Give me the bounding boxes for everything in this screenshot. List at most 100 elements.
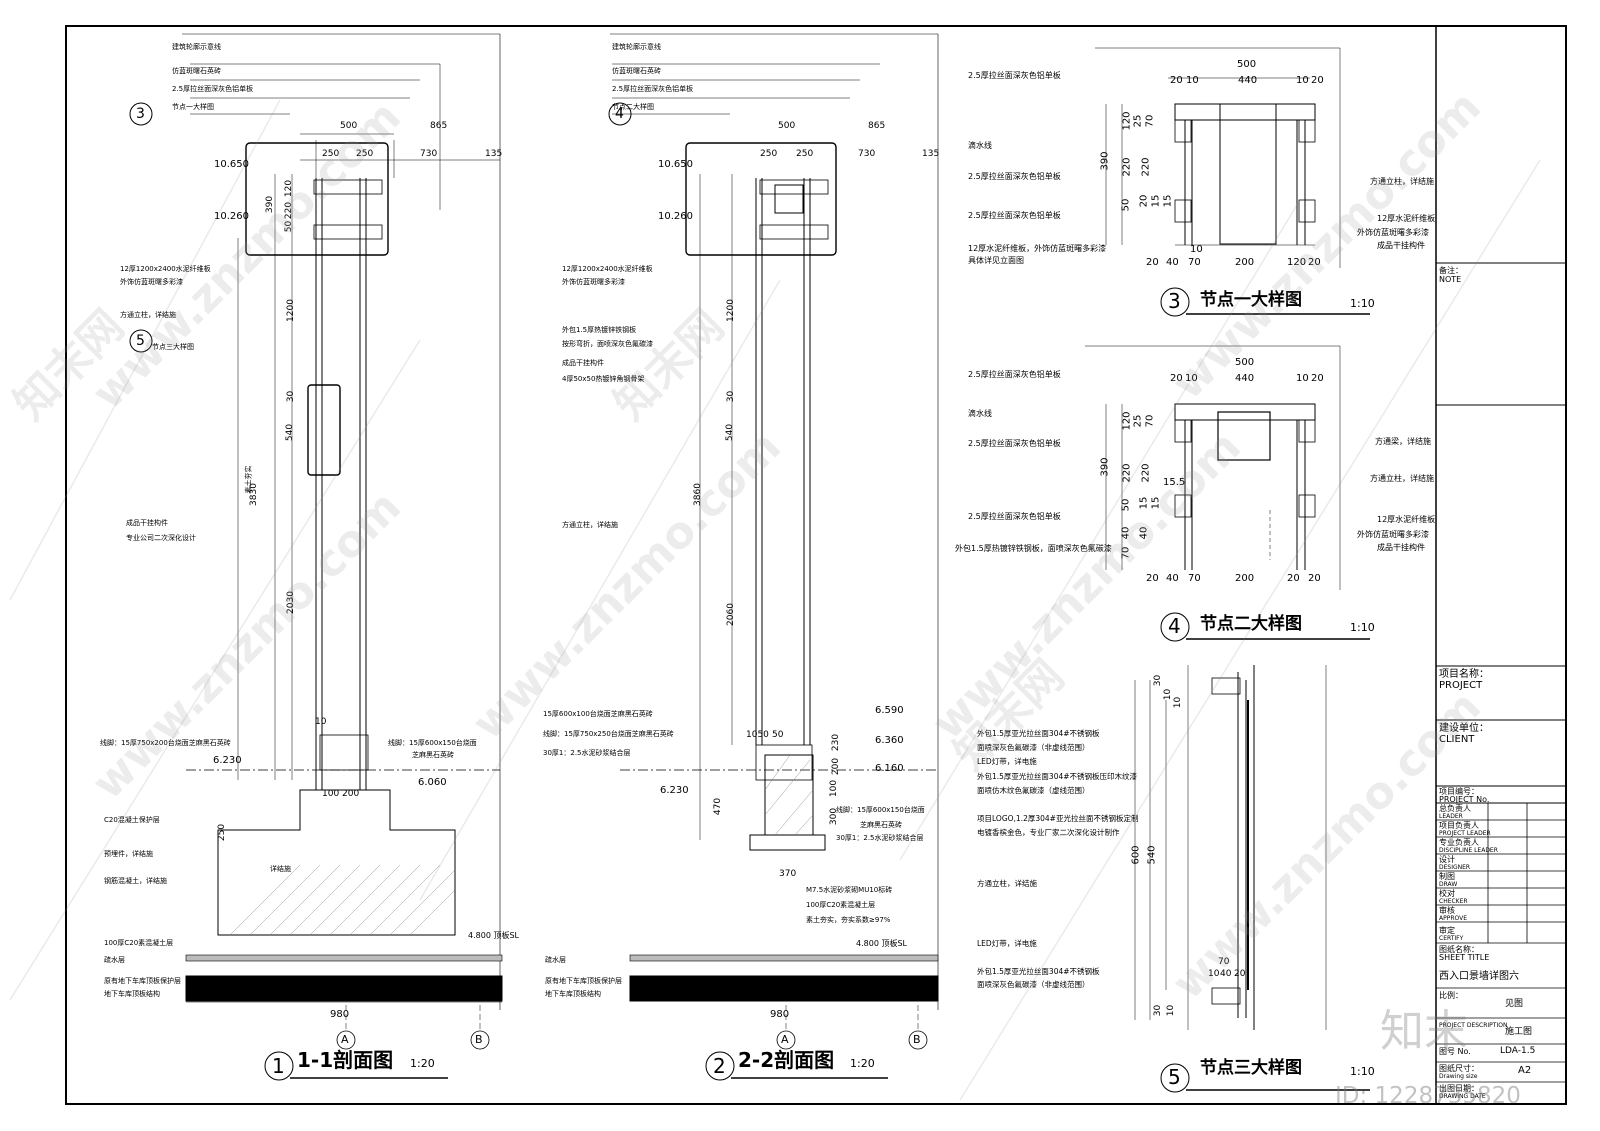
d5-dim: 10: [1166, 1004, 1177, 1017]
section-1-axis-b: B: [475, 1033, 483, 1046]
watermark-lines: [9, 99, 1541, 1101]
tb-no-value: LDA-1.5: [1500, 1046, 1536, 1056]
tb-projno-cn: 项目编号：: [1439, 787, 1479, 796]
d4-note: 2.5厚拉丝面深灰色铝单板: [968, 439, 1061, 448]
d4-note: 2.5厚拉丝面深灰色铝单板: [968, 512, 1061, 521]
d5-note: 外包1.5厚亚光拉丝面304#不锈钢板压印木纹漆: [977, 772, 1138, 781]
s2-dim: 730: [858, 149, 876, 159]
s2-note: M7.5水泥砂浆砌MU10标砖: [806, 886, 893, 894]
watermark-id: ID: 1228735820: [1335, 1083, 1521, 1109]
d5-dim: 10: [1173, 696, 1184, 709]
tb-row-en: DESIGNER: [1439, 864, 1471, 871]
section-2-axis-b: B: [913, 1033, 921, 1046]
d4-note: 12厚水泥纤维板: [1377, 515, 1436, 524]
tb-size-label: 图纸尺寸：: [1439, 1064, 1479, 1073]
tb-row-en: DRAW: [1439, 881, 1458, 888]
d4-note: 滴水线: [968, 409, 992, 418]
d5-dim: 540: [1146, 845, 1158, 865]
s2-dim: 980: [770, 1009, 790, 1020]
s1-dim: 3830: [248, 483, 259, 506]
s1-dim: 10: [315, 717, 327, 727]
s2-dim: 135: [922, 149, 940, 159]
d5-note: 面喷深灰色氟碳漆（非虚线范围）: [977, 743, 1090, 752]
s1-note: 钢筋混凝土，详结施: [104, 877, 167, 885]
d4-note: 外包1.5厚热镀锌铁钢板，面喷深灰色氟碳漆: [955, 544, 1112, 553]
d5-note: 外包1.5厚亚光拉丝面304#不锈钢板: [977, 729, 1100, 738]
d4-dim: 50: [1120, 498, 1132, 512]
tb-size-value: A2: [1518, 1065, 1532, 1076]
s1-note: 100厚C20素混凝土层: [104, 939, 174, 947]
tb-desc-value: 施工图: [1505, 1027, 1533, 1037]
d5-note: 电镀香槟金色，专业厂家二次深化设计制作: [977, 828, 1120, 837]
tb-project-en: PROJECT: [1439, 680, 1483, 691]
sheet-border: [65, 25, 1567, 1105]
s2-note: 12厚1200x2400水泥纤维板: [562, 265, 653, 273]
tb-row-en: CHECKER: [1439, 898, 1468, 905]
s1-dim: 250: [356, 149, 374, 159]
tb-row-en: LEADER: [1439, 813, 1463, 820]
section-2-callout-4: 4: [615, 106, 624, 122]
s2-dim: 370: [779, 869, 797, 879]
s2-dim: 230: [831, 733, 842, 752]
s2-note: 原有地下车库顶板保护层: [545, 977, 622, 985]
s1-dim: 865: [430, 121, 448, 131]
detail-4-number: 4: [1168, 614, 1181, 638]
d3-dim: 10: [1186, 75, 1199, 86]
s2-dim: 1200: [725, 299, 736, 322]
d3-dim: 20: [1138, 194, 1150, 208]
s1-elev: 10.260: [214, 211, 249, 222]
s1-dim: 120: [284, 179, 295, 198]
d5-dim: 10: [1163, 688, 1174, 701]
d4-dim: 70: [1188, 573, 1201, 584]
s2-dim: 50: [772, 730, 784, 740]
d3-note: 外饰仿蓝斑曙多彩漆: [1357, 228, 1429, 237]
s1-dim: 250: [217, 823, 228, 842]
s2-note: 按形弯折，面喷深灰色氟碳漆: [562, 340, 653, 348]
s2-note: 仿蓝斑曙石英砖: [612, 67, 661, 75]
detail-3-number: 3: [1168, 289, 1181, 313]
tb-row-en: CERTIFY: [1439, 935, 1464, 942]
d5-dim: 40: [1220, 969, 1232, 979]
tb-row-cn: 总负责人: [1439, 804, 1471, 813]
d4-dim: 70: [1144, 414, 1156, 428]
s1-dim: 500: [340, 121, 358, 131]
s1-note: 方通立柱，详结施: [120, 311, 176, 319]
watermark-logo: 知末: [1380, 1006, 1468, 1057]
tb-note-en: NOTE: [1439, 275, 1462, 284]
s1-note: 2.5厚拉丝面深灰色铝单板: [172, 85, 254, 93]
tb-sheet-title-en: SHEET TITLE: [1439, 953, 1490, 962]
d4-dim: 500: [1235, 357, 1255, 368]
s1-dim: 390: [265, 195, 276, 214]
tb-projno-en: PROJECT No.: [1439, 795, 1490, 804]
tb-size-en: Drawing size: [1439, 1073, 1478, 1080]
tb-row-en: DISCIPLINE LEADER: [1439, 847, 1498, 854]
d4-dim: 220: [1121, 463, 1133, 483]
s2-note: 100厚C20素混凝土层: [806, 901, 876, 909]
s1-dim: 220: [284, 201, 295, 220]
d3-dim: 10: [1190, 244, 1203, 255]
s2-dim: 250: [796, 149, 814, 159]
tb-row-cn: 审核: [1439, 906, 1455, 915]
s1-note: C20混凝土保护层: [104, 816, 160, 824]
detail-5-drawing: [1134, 665, 1370, 1093]
d3-dim: 20: [1170, 75, 1183, 86]
section-2-number: 2: [713, 1054, 726, 1078]
tb-row-en: APPROVE: [1439, 915, 1468, 922]
d3-dim: 200: [1235, 257, 1255, 268]
d3-note: 2.5厚拉丝面深灰色铝单板: [968, 172, 1061, 181]
d3-dim: 15: [1150, 194, 1162, 208]
s2-elev: 6.590: [875, 705, 904, 716]
tb-desc-label: PROJECT DESCRIPTION: [1439, 1022, 1508, 1029]
d4-dim: 15: [1138, 496, 1150, 510]
d3-dim: 220: [1140, 157, 1152, 177]
s1-note: 12厚1200x2400水泥纤维板: [120, 265, 211, 273]
section-1-axis-a: A: [341, 1033, 349, 1046]
d4-dim: 10: [1296, 373, 1309, 384]
titleblock-grid: [1436, 803, 1566, 1083]
s2-note: 方通立柱，详结施: [562, 521, 618, 529]
d5-note: 面喷仿木纹色氟碳漆（虚线范围）: [977, 786, 1090, 795]
d5-note: 面喷深灰色氟碳漆（非虚线范围）: [977, 980, 1090, 989]
d4-dim: 10: [1185, 373, 1198, 384]
detail-5-scale: 1:10: [1350, 1065, 1375, 1078]
